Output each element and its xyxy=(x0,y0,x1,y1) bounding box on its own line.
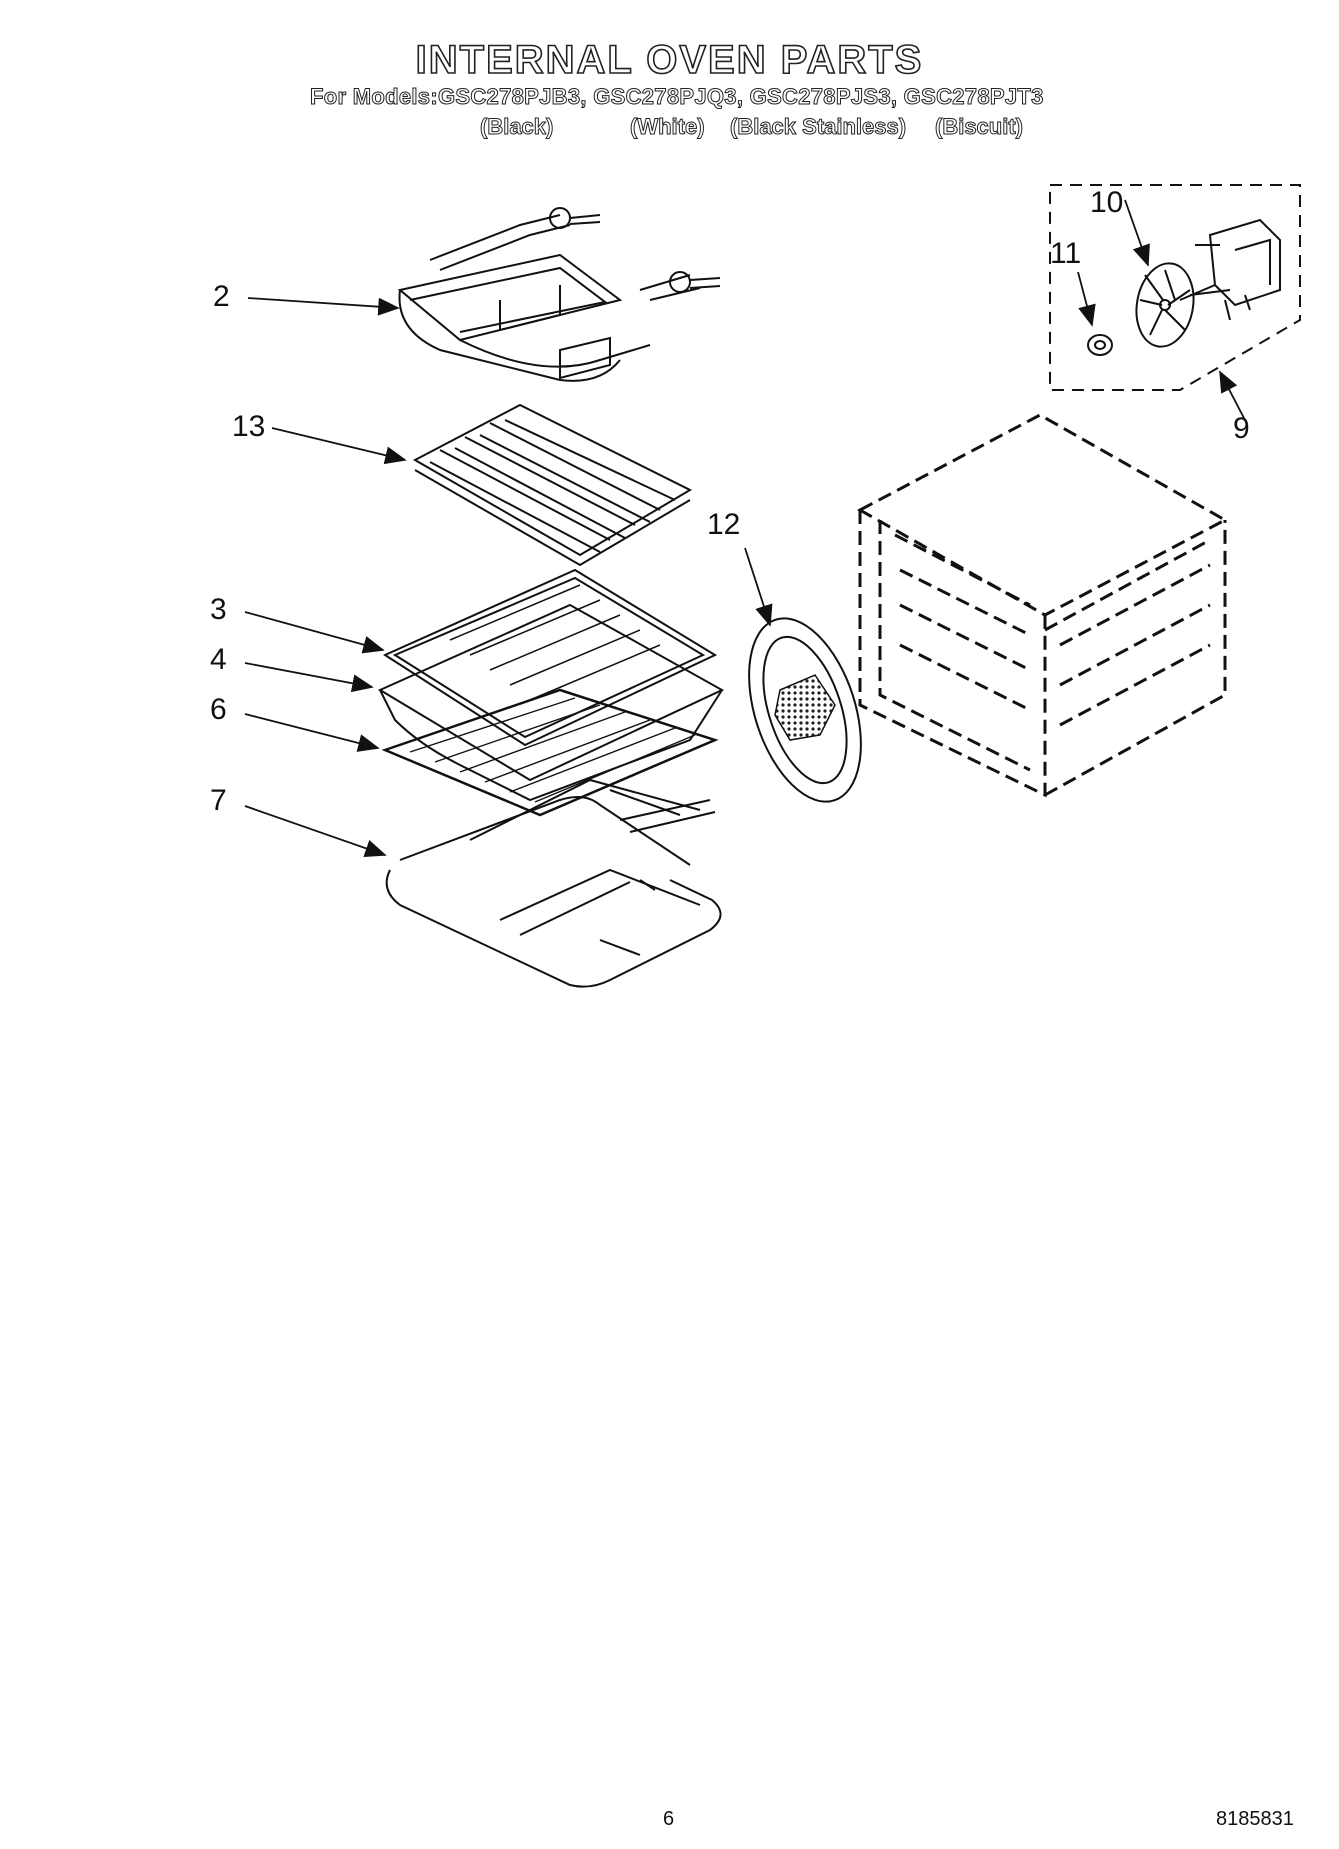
doc-number: 8185831 xyxy=(1216,1808,1294,1830)
fan-motor xyxy=(1179,218,1281,321)
models-line: For Models:GSC278PJB3, GSC278PJQ3, GSC27… xyxy=(310,84,1044,110)
color-biscuit: (Biscuit) xyxy=(935,114,1024,140)
page-number: 6 xyxy=(663,1808,675,1830)
broil-element xyxy=(397,207,721,382)
color-white: (White) xyxy=(630,114,706,140)
callout-7: 7 xyxy=(210,784,227,817)
broiler-pan xyxy=(377,603,725,802)
callout-10: 10 xyxy=(1090,186,1124,219)
fan-motor-box xyxy=(1049,184,1301,391)
fan-cover xyxy=(748,617,862,803)
oven-cavity xyxy=(856,413,1229,798)
color-black: (Black) xyxy=(479,114,554,140)
callout-12: 12 xyxy=(707,508,741,541)
broiler-pan-grid xyxy=(382,568,718,747)
callout-9: 9 xyxy=(1233,412,1250,445)
color-black-stainless: (Black Stainless) xyxy=(729,114,907,140)
callout-arrows xyxy=(244,199,1246,857)
callout-6: 6 xyxy=(210,693,227,726)
callout-11: 11 xyxy=(1050,237,1082,270)
lower-rack xyxy=(381,688,719,817)
page-title: INTERNAL OVEN PARTS xyxy=(415,37,924,83)
bake-element xyxy=(385,778,722,988)
callout-2: 2 xyxy=(213,280,230,313)
fan-blade xyxy=(1135,262,1195,348)
callout-4: 4 xyxy=(210,643,227,676)
nut xyxy=(1087,334,1113,356)
oven-rack xyxy=(412,403,693,567)
callout-13: 13 xyxy=(232,410,266,443)
callout-3: 3 xyxy=(210,593,227,626)
